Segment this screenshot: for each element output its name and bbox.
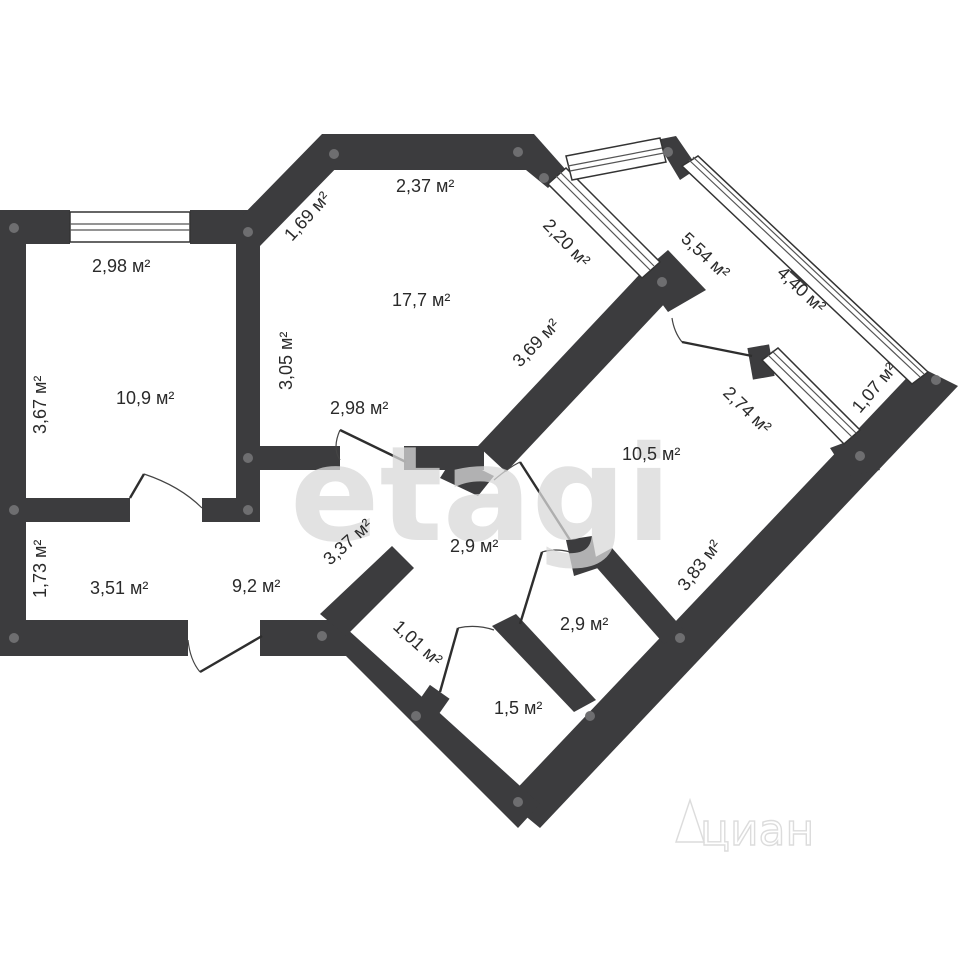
wall-joints [9, 147, 941, 807]
wall-outer-right-diagonal [506, 366, 958, 828]
windows [69, 137, 930, 446]
label-hall-side-wall: 1,73 м² [30, 540, 50, 598]
door-loggia [671, 317, 753, 358]
label-bedroom-top-wall: 2,98 м² [92, 256, 150, 276]
label-bedroom-side-wall: 3,67 м² [30, 376, 50, 434]
door-entrance [187, 634, 263, 674]
door-bathroom [518, 549, 571, 625]
label-living-left-wall: 3,05 м² [276, 332, 296, 390]
label-wc-area: 1,5 м² [494, 698, 542, 718]
label-corridor-area: 2,9 м² [450, 536, 498, 556]
window-loggia-top [565, 137, 667, 181]
wall-bedroom2-top-stub [747, 344, 775, 380]
wall-outer-bottom-diagonal [318, 628, 540, 828]
window-loggia-long [680, 155, 930, 385]
label-bathroom-area: 2,9 м² [560, 614, 608, 634]
wall-living-bottom-left [260, 446, 340, 470]
wall-wc-door-stub [418, 684, 450, 716]
label-living-right-wall: 3,69 м² [508, 315, 563, 371]
label-living-window-wall: 2,20 м² [539, 215, 594, 271]
wall-living-diagonal-right [518, 134, 566, 188]
window-bedroom [69, 211, 191, 243]
label-living-top-wall: 2,37 м² [396, 176, 454, 196]
label-hall-area: 9,2 м² [232, 576, 280, 596]
label-living-area: 17,7 м² [392, 290, 450, 310]
door-living [335, 428, 407, 464]
label-bedroom-area: 10,9 м² [116, 388, 174, 408]
wall-living-top [322, 134, 526, 170]
doors [128, 317, 753, 693]
label-wc-side-wall: 1,01 м² [389, 616, 446, 670]
label-hall-length: 3,51 м² [90, 578, 148, 598]
wall-bedroom2-inner-diagonal [590, 548, 684, 644]
door-bedroom [128, 473, 203, 509]
wall-door-block-2 [566, 536, 598, 576]
watermark-etagi: etagi [290, 418, 671, 572]
wall-door-block-1 [440, 456, 494, 496]
window-living [546, 166, 662, 280]
wall-hall-bottom-left [0, 620, 188, 656]
wall-bath-wc-divider [492, 614, 596, 712]
cian-logo-icon [675, 797, 705, 843]
wall-hall-door-stub [404, 452, 436, 468]
window-bedroom2 [760, 347, 862, 446]
label-bedroom2-area: 10,5 м² [622, 444, 680, 464]
wall-corridor-diagonal [320, 546, 414, 636]
wall-living-diagonal-left [236, 134, 346, 246]
wall-bedroom-right [236, 230, 260, 522]
wall-living-inner-diagonal [478, 274, 668, 472]
label-bedroom2-window-wall: 2,74 м² [719, 382, 775, 437]
watermark-cian: циан [700, 805, 814, 856]
door-wc [438, 625, 495, 693]
door-bedroom2 [493, 461, 572, 541]
wall-bedroom-bottom-left [0, 498, 130, 522]
wall-outer-left [0, 210, 26, 650]
label-living-bottom-wall: 2,98 м² [330, 398, 388, 418]
